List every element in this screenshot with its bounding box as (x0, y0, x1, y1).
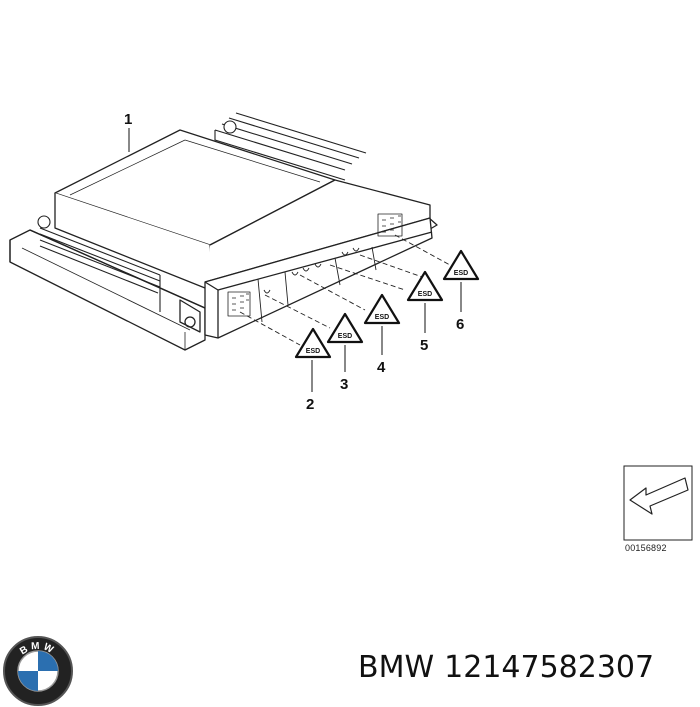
ecu-housing (54, 129, 431, 291)
reference-code: 00156892 (625, 543, 667, 553)
reference-arrow-box (623, 465, 693, 541)
callout-3: 3 (340, 376, 348, 393)
callout-1: 1 (124, 111, 132, 128)
callout-2: 2 (306, 396, 314, 413)
bmw-logo-icon: BMW (3, 636, 73, 706)
part-caption: BMW 12147582307 (358, 650, 664, 685)
svg-text:ESD: ESD (306, 348, 320, 355)
warning-label-5: ESD (406, 270, 444, 302)
callout-5: 5 (420, 337, 428, 354)
label-leader-lines (239, 234, 451, 346)
warning-label-6: ESD (442, 249, 480, 281)
connector-pin-block-left (227, 291, 251, 317)
callout-leaders (128, 128, 462, 392)
part-number: 12147582307 (444, 650, 655, 685)
connector-socket-marks (263, 247, 360, 294)
svg-text:ESD: ESD (418, 291, 432, 298)
warning-label-4: ESD (363, 293, 401, 325)
connector-pin-block-right (377, 213, 403, 237)
warning-label-3: ESD (326, 312, 364, 344)
warning-label-2: ESD (294, 327, 332, 359)
brand-name: BMW (358, 650, 435, 685)
svg-text:ESD: ESD (338, 333, 352, 340)
svg-text:BMW: BMW (18, 641, 58, 658)
callout-4: 4 (377, 359, 386, 376)
callout-6: 6 (456, 316, 464, 333)
ecu-base-plate (9, 229, 206, 351)
svg-text:ESD: ESD (454, 270, 468, 277)
svg-text:ESD: ESD (375, 314, 389, 321)
ecu-cooling-fins (37, 112, 367, 312)
